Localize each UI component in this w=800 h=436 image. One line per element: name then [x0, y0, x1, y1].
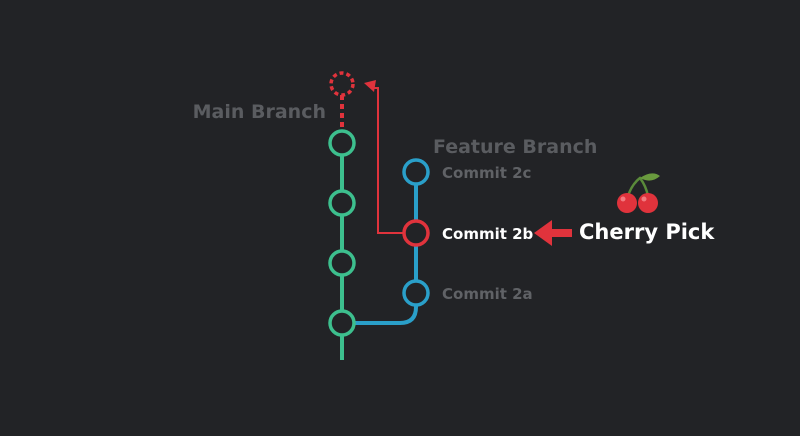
main-commit-node	[328, 189, 356, 217]
cherry-pick-path	[372, 87, 403, 234]
commit-2a-label: Commit 2a	[442, 285, 533, 303]
feature-branch-label: Feature Branch	[433, 136, 597, 158]
cherry-picked-commit-node	[329, 71, 355, 97]
cherry-icon	[617, 173, 660, 213]
commit-2b-label: Commit 2b	[442, 225, 534, 243]
feature-commit-2c-node	[402, 158, 430, 186]
feature-commit-2b-node	[402, 219, 430, 247]
main-commit-node	[328, 249, 356, 277]
feature-branch-line	[354, 172, 418, 325]
main-commit-node	[328, 129, 356, 157]
feature-commit-2a-node	[402, 279, 430, 307]
main-branch-label: Main Branch	[193, 101, 326, 123]
left-arrow-icon	[534, 220, 572, 246]
main-commit-node	[328, 309, 356, 337]
cherry-pick-label: Cherry Pick	[579, 220, 715, 244]
commit-2c-label: Commit 2c	[442, 164, 531, 182]
cherry-pick-path-arrowhead	[364, 80, 376, 92]
